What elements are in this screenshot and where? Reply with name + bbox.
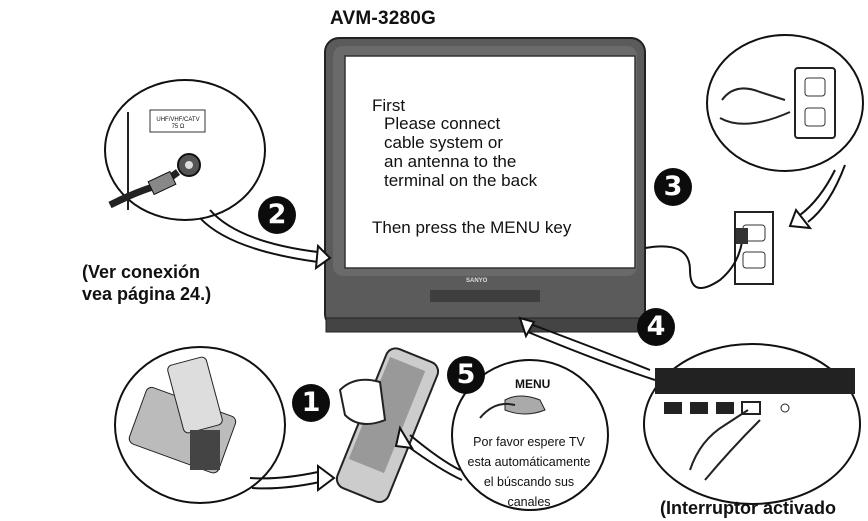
power-cord <box>644 211 774 289</box>
power-switch-note: (Interruptor activado <box>660 498 837 518</box>
jack-label: UHF/VHF/CATV 75 Ω <box>153 117 203 131</box>
step-3-badge: 3 <box>654 168 692 206</box>
auto-search-line-3: el búscando sus <box>483 475 575 489</box>
connection-note-line-1: (Ver conexión <box>82 262 201 282</box>
step-5-badge: 5 <box>447 356 485 394</box>
brand-label: SANYO <box>466 278 488 284</box>
model-label: AVM-3280G <box>330 8 436 29</box>
remote-control <box>335 347 440 504</box>
antenna-jack-illustration <box>104 79 332 271</box>
auto-search-line-1: Por favor espere TV <box>473 435 585 449</box>
auto-search-line-4: canales <box>507 495 551 509</box>
auto-search-line-2: esta automáticamente <box>467 455 591 469</box>
tv-screen <box>344 55 636 269</box>
jack-label-line-2: 75 Ω <box>171 124 185 130</box>
step-4-badge: 4 <box>637 308 675 346</box>
battery-compartment-illustration <box>114 346 336 504</box>
screen-line-3: cable system or <box>384 133 504 152</box>
tv-set <box>324 37 646 333</box>
screen-line-5: terminal on the back <box>384 171 538 190</box>
menu-key-label: MENU <box>515 377 551 391</box>
screen-line-6: Then press the MENU key <box>372 218 572 237</box>
screen-line-2: Please connect <box>384 114 501 133</box>
menu-key-illustration <box>394 359 609 511</box>
power-switch-illustration <box>518 316 861 505</box>
wall-outlet-illustration <box>706 34 864 230</box>
screen-line-4: an antenna to the <box>384 152 517 171</box>
step-2-badge: 2 <box>258 196 296 234</box>
connection-note: (Ver conexión vea página 24.) <box>82 261 211 305</box>
jack-label-line-1: UHF/VHF/CATV <box>156 117 200 123</box>
auto-search-message: Por favor espere TV esta automáticamente… <box>454 432 604 512</box>
screen-line-1: First <box>372 96 406 115</box>
connection-note-line-2: vea página 24.) <box>82 284 212 304</box>
step-1-badge: 1 <box>292 384 330 422</box>
